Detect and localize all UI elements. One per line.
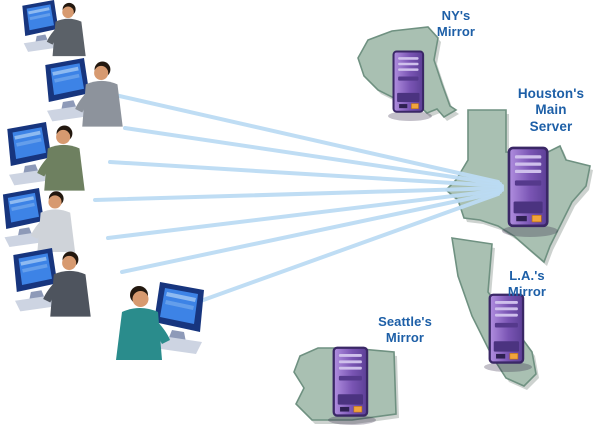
label-text-line: NY's <box>441 8 471 23</box>
label-houston-main-server: Houston's Main Server <box>503 86 599 135</box>
connection-line <box>168 192 500 314</box>
user-cluster <box>2 0 204 360</box>
connection-line <box>120 190 502 274</box>
label-text-line: Main <box>535 102 567 118</box>
user-workstation <box>45 58 123 127</box>
server-icon-la <box>488 293 525 364</box>
label-text-line: Mirror <box>507 283 547 299</box>
label-text-line: Mirror <box>436 23 476 39</box>
connection-line <box>113 93 500 184</box>
server-shadow <box>328 415 376 425</box>
user-workstation <box>13 248 91 317</box>
connection-line <box>106 188 504 240</box>
label-text-line: Mirror <box>385 329 425 345</box>
label-la-mirror: L.A.'s Mirror <box>487 268 567 300</box>
label-ny-mirror: NY's Mirror <box>418 8 494 40</box>
server-shadow <box>502 225 558 237</box>
server-icon-seattle <box>332 346 369 417</box>
label-text-line: Seattle's <box>378 314 432 329</box>
server-icon-houston <box>507 146 549 228</box>
label-text-line: Server <box>529 118 573 134</box>
user-workstation <box>7 122 85 191</box>
user-workstation <box>116 282 204 360</box>
user-workstation <box>2 188 76 252</box>
connection-line <box>93 186 504 202</box>
connection-line <box>123 126 502 186</box>
server-icon-ny <box>392 50 425 113</box>
connection-lines <box>93 93 504 314</box>
label-seattle-mirror: Seattle's Mirror <box>362 314 448 346</box>
user-workstation <box>22 0 86 57</box>
connection-line <box>108 160 504 188</box>
label-text-line: L.A.'s <box>509 268 545 283</box>
server-shadow <box>388 111 432 121</box>
label-text-line: Houston's <box>517 86 585 101</box>
server-shadow <box>484 362 532 372</box>
